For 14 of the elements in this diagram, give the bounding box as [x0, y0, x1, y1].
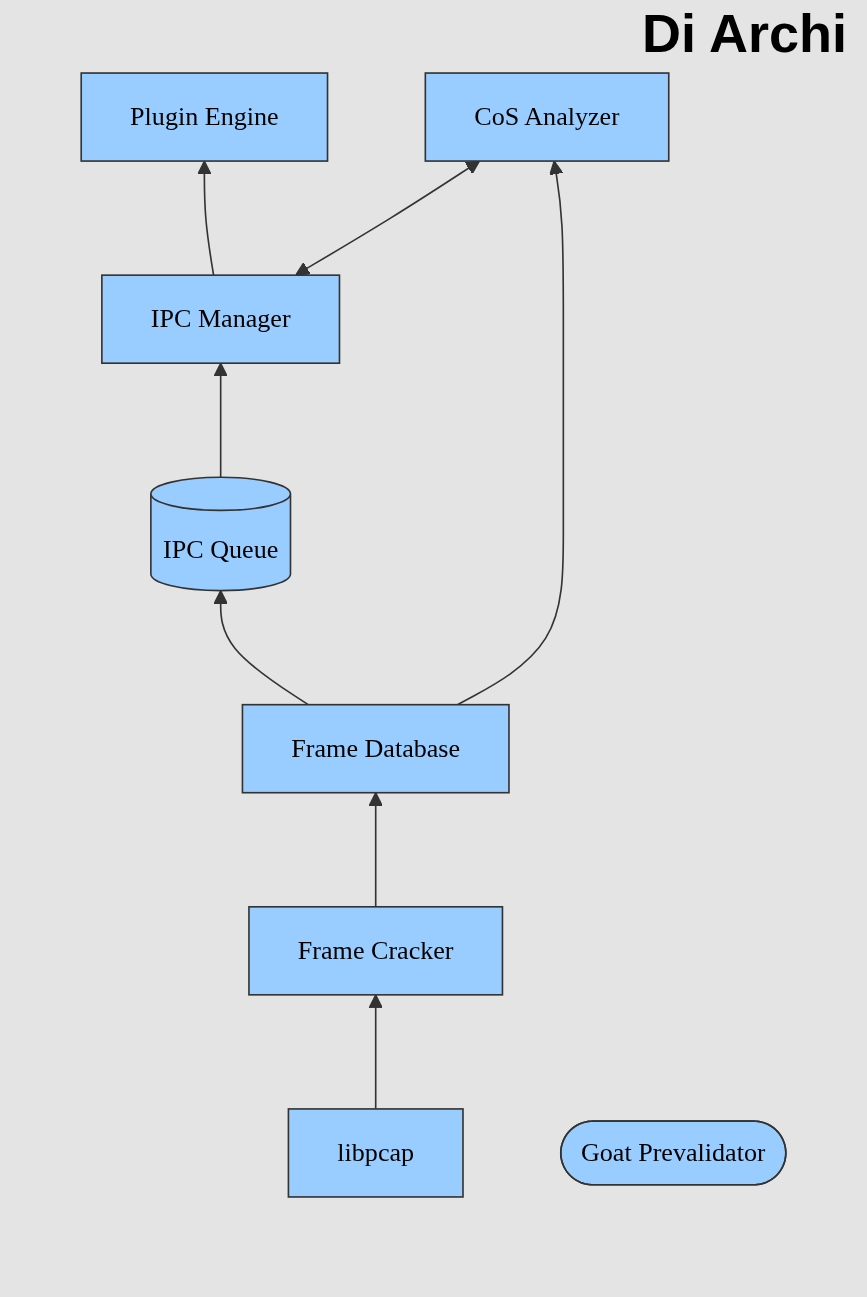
- node-box: CoS Analyzer: [424, 72, 670, 162]
- diagram-title: Di Archi: [640, 2, 848, 60]
- node-box: Frame Cracker: [248, 906, 504, 996]
- arrow: [368, 994, 383, 1110]
- arrow: [368, 792, 383, 908]
- arrow: [295, 160, 481, 276]
- node-box: libpcap: [287, 1108, 464, 1198]
- arrow: [456, 160, 565, 706]
- node-box: Plugin Engine: [80, 72, 329, 162]
- arrow: [213, 362, 228, 479]
- node-box: Frame Database: [241, 703, 510, 794]
- arrow: [197, 160, 215, 276]
- arrow: [213, 589, 309, 706]
- node-box: IPC Manager: [101, 274, 341, 364]
